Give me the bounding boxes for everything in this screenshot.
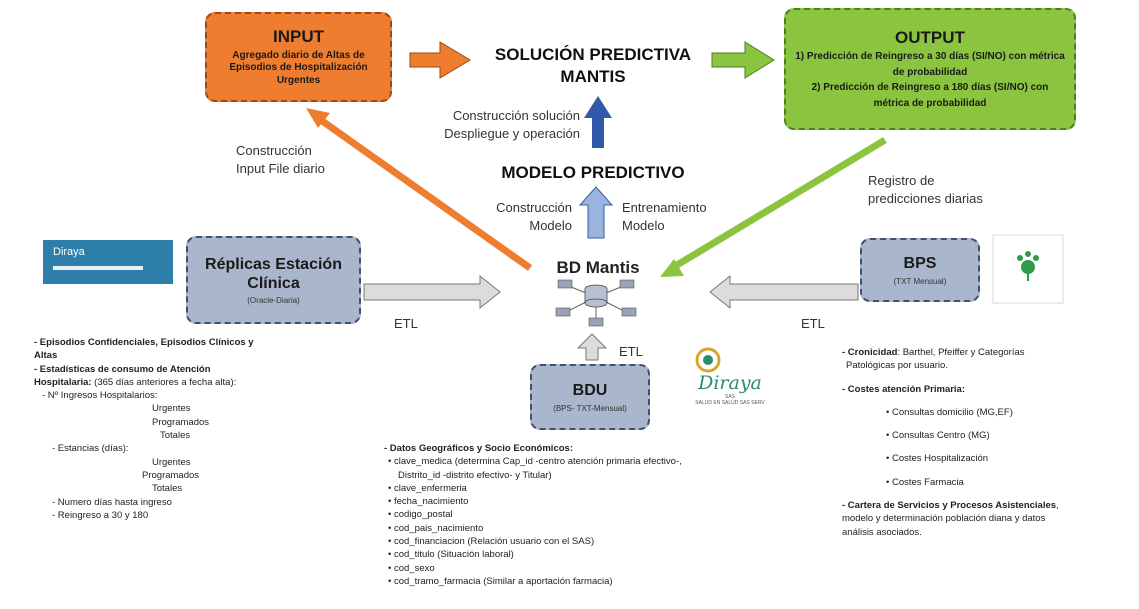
- diraya-caption2: SALUD EN SALUD SAS SERV: [695, 400, 765, 406]
- bdu-sub: (BPS- TXT-Mensual): [553, 403, 627, 413]
- center-data-list: - Datos Geográficos y Socio Económicos: …: [384, 442, 784, 588]
- right-cost-item: • Costes Hospitalización: [886, 453, 989, 465]
- right-cartera-2: modelo y determinación población diana y…: [842, 513, 1046, 525]
- diraya-emblem-icon: [695, 347, 721, 373]
- left-list-line11: Programados: [142, 469, 200, 481]
- arrow-solution-to-output: [711, 41, 775, 79]
- left-list-line7: Programados: [152, 416, 210, 428]
- arrow-bps-to-bd: [709, 274, 859, 310]
- arrow-model-to-solution: [584, 96, 612, 148]
- output-box: OUTPUT 1) Predicción de Reingreso a 30 d…: [784, 8, 1076, 130]
- bdu-box: BDU (BPS- TXT-Mensual): [530, 364, 650, 430]
- right-cost-item: • Costes Farmacia: [886, 476, 964, 488]
- replicas-title-1: Réplicas Estación: [205, 255, 342, 273]
- left-list-line10: Urgentes: [152, 456, 191, 468]
- arrow-input-to-solution: [409, 41, 471, 79]
- modelo-predictivo-title: MODELO PREDICTIVO: [501, 163, 685, 182]
- center-list-item: • codigo_postal: [388, 509, 453, 521]
- right-cartera-3: análisis asociados.: [842, 526, 922, 538]
- center-list-item: • cod_sexo: [388, 562, 435, 574]
- bdu-title: BDU: [572, 382, 608, 400]
- bps-logo-icon: [992, 234, 1064, 304]
- bd-mantis-title: BD Mantis: [556, 258, 640, 277]
- center-list-item: • cod_pais_nacimiento: [388, 522, 484, 534]
- registro-predicciones-label: Registro de predicciones diarias: [868, 173, 983, 206]
- diraya-logo: Diraya: [43, 240, 173, 284]
- center-list-item: • cod_titulo (Situación laboral): [388, 549, 514, 561]
- left-list-line5: - Nº Ingresos Hospitalarios:: [42, 390, 158, 402]
- center-list-item: • clave_enfermeria: [388, 482, 467, 494]
- replicas-title-2: Clínica: [247, 275, 300, 292]
- bps-sub: (TXT Mensual): [893, 276, 947, 286]
- center-list-item: • cod_tramo_farmacia (Similar a aportaci…: [388, 575, 613, 587]
- bps-box: BPS (TXT Mensual): [860, 238, 980, 302]
- construccion-input-label: Construcción Input File diario: [236, 143, 325, 176]
- left-list-line6: Urgentes: [152, 403, 191, 415]
- arrow-bdu-to-bd: [576, 333, 608, 361]
- solucion-line2: MANTIS: [560, 67, 626, 87]
- right-cost-item: • Consultas domicilio (MG,EF): [886, 406, 1013, 418]
- right-cronicidad: - Cronicidad: Barthel, Pfeiffer y Catego…: [842, 347, 1025, 358]
- arrow-replicas-to-bd: [363, 274, 501, 310]
- output-line2: de probabilidad: [892, 66, 968, 78]
- right-data-list: - Cronicidad: Barthel, Pfeiffer y Catego…: [842, 346, 1122, 539]
- etl-left-label: ETL: [394, 316, 418, 331]
- diraya-small-logo: Diraya SAS SALUD EN SALUD SAS SERV: [690, 372, 770, 406]
- center-list-item: • clave_medica (determina Cap_id -centro…: [388, 456, 682, 468]
- input-subtitle: Agregado diario de Altas de Episodios de…: [229, 49, 368, 86]
- diraya-small-text: Diraya: [698, 372, 762, 394]
- construccion-solucion-label: Construcción solución Despliegue y opera…: [444, 108, 580, 141]
- left-data-list: - Episodios Confidenciales, Episodios Cl…: [34, 336, 334, 522]
- center-list-item: Distrito_id -distrito efectivo- y Titula…: [398, 469, 552, 481]
- right-costes-heading: - Costes atención Primaria:: [842, 383, 966, 395]
- etl-bottom-label: ETL: [619, 344, 643, 359]
- left-list-line9: - Estancias (días):: [52, 443, 129, 455]
- arrow-output-to-bd: [660, 259, 684, 277]
- right-cronicidad-2: Patológicas por usuario.: [846, 360, 948, 372]
- entrenamiento-label: Entrenamiento Modelo: [622, 200, 707, 233]
- input-box: INPUT Agregado diario de Altas de Episod…: [205, 12, 392, 102]
- left-list-line8: Totales: [160, 430, 191, 442]
- center-list-heading: - Datos Geográficos y Socio Económicos:: [384, 443, 573, 454]
- left-list-line2: Altas: [34, 350, 58, 362]
- diraya-logo-text: Diraya: [53, 246, 85, 258]
- etl-right-label: ETL: [801, 316, 825, 331]
- left-list-line13: - Numero días hasta ingreso: [52, 496, 172, 508]
- solucion-predictiva-title: SOLUCIÓN PREDICTIVA MANTIS: [478, 44, 708, 88]
- database-network-icon: [555, 279, 637, 327]
- left-list-line12: Totales: [152, 483, 183, 495]
- left-list-line1: - Episodios Confidenciales, Episodios Cl…: [34, 337, 254, 348]
- output-title: OUTPUT: [895, 28, 965, 47]
- left-list-line4: Hospitalaria: (365 días anteriores a fec…: [34, 376, 237, 388]
- left-list-line14: - Reingreso a 30 y 180: [52, 509, 149, 521]
- right-cost-item: • Consultas Centro (MG): [886, 430, 990, 442]
- output-line3: 2) Predicción de Reingreso a 180 días (S…: [811, 82, 1049, 93]
- input-title: INPUT: [273, 26, 324, 46]
- center-list-item: • fecha_nacimiento: [388, 496, 469, 508]
- replicas-box: Réplicas Estación Clínica (Oracle-Diaria…: [186, 236, 361, 324]
- right-cartera: - Cartera de Servicios y Procesos Asiste…: [842, 500, 1059, 512]
- center-list-item: • cod_financiacion (Relación usuario con…: [388, 536, 595, 548]
- solucion-line1: SOLUCIÓN PREDICTIVA: [494, 45, 692, 64]
- replicas-sub: (Oracle-Diaria): [247, 296, 300, 306]
- output-line4: métrica de probabilidad: [873, 97, 987, 109]
- bps-title: BPS: [903, 255, 937, 273]
- output-line1: 1) Predicción de Reingreso a 30 días (SI…: [795, 51, 1065, 62]
- left-list-line3: - Estadísticas de consumo de Atención: [34, 363, 211, 375]
- diraya-caption: SAS: [724, 394, 735, 400]
- arrow-bd-to-model: [578, 186, 614, 239]
- construccion-modelo-label: Construcción Modelo: [496, 200, 572, 233]
- arrow-bd-to-input: [306, 108, 330, 128]
